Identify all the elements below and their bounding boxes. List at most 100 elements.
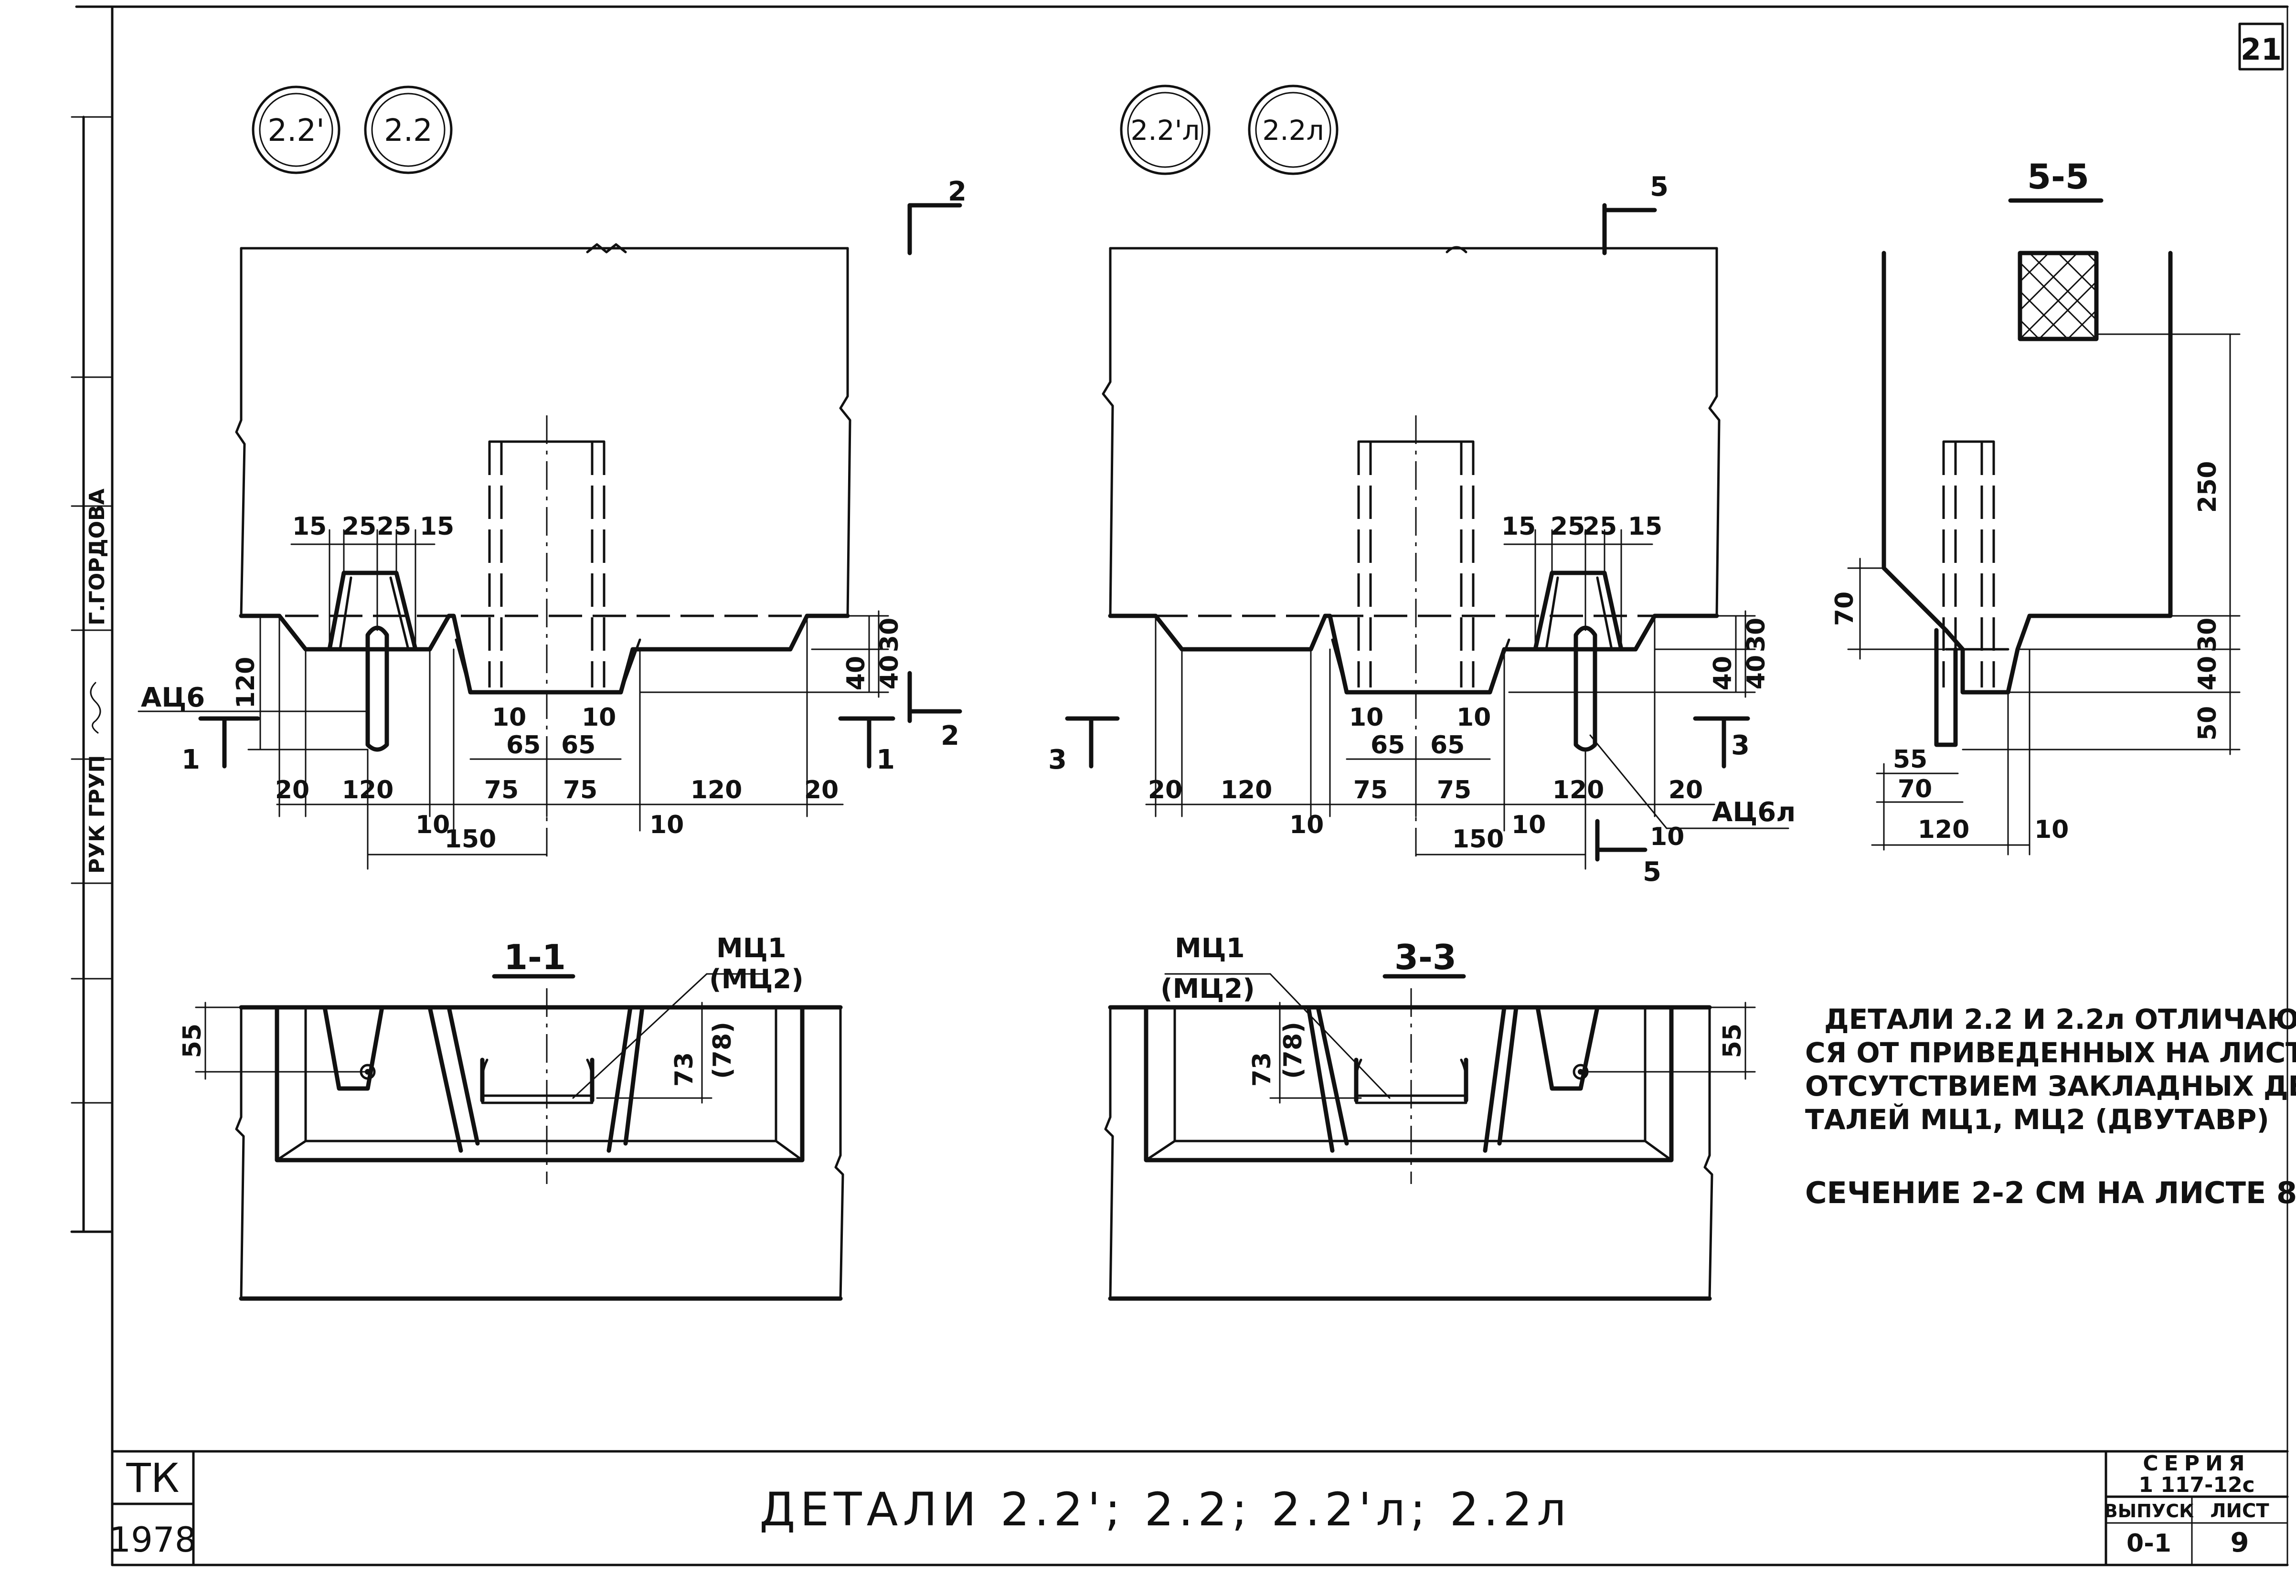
dim-25b: 25 xyxy=(377,512,411,541)
r-dim-10-in-b: 10 xyxy=(1456,703,1491,732)
title-block: ТК 1978 ДЕТАЛИ 2.2'; 2.2; 2.2'л; 2.2л СЕ… xyxy=(109,1450,2289,1566)
s1-plate-2: (МЦ2) xyxy=(709,964,804,995)
s1-dim-73: 73 xyxy=(670,1052,699,1087)
r-dim-75a: 75 xyxy=(1353,776,1388,804)
note-line-2: СЯ ОТ ПРИВЕДЕННЫХ НА ЛИСТЕ xyxy=(1805,1036,2296,1069)
cut-2-top: 2 xyxy=(948,176,967,207)
year: 1978 xyxy=(109,1520,196,1560)
dim-120-v: 120 xyxy=(232,657,260,709)
org-code: ТК xyxy=(126,1455,180,1501)
dim-40-v2: 40 xyxy=(842,656,871,690)
r-dim-20a: 20 xyxy=(1148,776,1182,804)
role-label: РУК ГРУП xyxy=(85,755,109,874)
dim-65b: 65 xyxy=(561,731,595,760)
dim-75a: 75 xyxy=(484,776,519,804)
r-dim-10-lo-b: 10 xyxy=(1511,811,1546,839)
marker-2-2-prime: 2.2' xyxy=(267,113,324,148)
anchor-label-left: АЦ6 xyxy=(141,682,205,713)
drawing-title: ДЕТАЛИ 2.2'; 2.2; 2.2'л; 2.2л xyxy=(759,1483,1571,1536)
anchor-label-right: АЦ6л xyxy=(1712,797,1796,828)
dim-25a: 25 xyxy=(342,512,376,541)
section-5-5-title: 5-5 xyxy=(2027,157,2089,197)
dim-120b: 120 xyxy=(691,776,743,804)
signature-mark xyxy=(90,682,101,734)
r-dim-10-in-a: 10 xyxy=(1349,703,1383,732)
cut-2-bottom: 2 xyxy=(941,720,959,751)
note-line-3: ОТСУТСТВИЕМ ЗАКЛАДНЫХ ДЕ- xyxy=(1805,1070,2296,1102)
r-dim-75b: 75 xyxy=(1437,776,1471,804)
s5-dim-120: 120 xyxy=(1918,815,1970,844)
marker-2-2: 2.2 xyxy=(384,113,433,148)
dim-20b: 20 xyxy=(804,776,839,804)
approval-strip: РУК ГРУП Г.ГОРДОВА xyxy=(70,116,114,1233)
dim-150: 150 xyxy=(445,825,497,854)
s3-plate-1: МЦ1 xyxy=(1175,933,1245,964)
detail-markers-right: 2.2'л 2.2л xyxy=(1120,85,1339,175)
sheet-label: ЛИСТ xyxy=(2210,1500,2269,1522)
r-dim-15a: 15 xyxy=(1501,512,1536,541)
r-dim-150: 150 xyxy=(1452,825,1504,854)
section-3-3-title: 3-3 xyxy=(1394,937,1456,977)
cut-5-top: 5 xyxy=(1650,171,1669,202)
series-value: 1 117-12с xyxy=(2138,1473,2254,1497)
sheet-number-box: 21 xyxy=(2238,22,2284,71)
r-dim-10-lo-c: 10 xyxy=(1650,823,1684,851)
detail-markers-left: 2.2' 2.2 xyxy=(252,85,453,174)
dim-15b: 15 xyxy=(420,512,454,541)
series-label: СЕРИЯ xyxy=(2143,1451,2250,1476)
r-dim-20b: 20 xyxy=(1669,776,1703,804)
section-1-1-title: 1-1 xyxy=(504,937,566,977)
r-dim-40-v2: 40 xyxy=(1709,656,1737,690)
r-dim-15b: 15 xyxy=(1628,512,1662,541)
dim-10-lo-a: 10 xyxy=(415,811,450,839)
dim-10-lo-b: 10 xyxy=(649,811,684,839)
person-name: Г.ГОРДОВА xyxy=(85,488,109,625)
dim-40-v: 40 xyxy=(875,655,904,689)
r-dim-25b: 25 xyxy=(1583,512,1617,541)
s5-dim-50: 50 xyxy=(2193,706,2222,740)
cut-5-bottom: 5 xyxy=(1643,856,1661,888)
note-line-1: ДЕТАЛИ 2.2 И 2.2л ОТЛИЧАЮТ- xyxy=(1824,1003,2296,1036)
s3-dim-73: 73 xyxy=(1248,1052,1276,1087)
issue-value: 0-1 xyxy=(2126,1529,2171,1558)
s5-dim-70-h: 70 xyxy=(1898,775,1932,803)
cut-1-left: 1 xyxy=(181,744,200,775)
section-5-5: 5-5 250 30 40 50 70 55 xyxy=(1830,157,2241,856)
s5-dim-55: 55 xyxy=(1893,745,1927,774)
s5-dim-250: 250 xyxy=(2193,461,2222,513)
r-dim-25a: 25 xyxy=(1551,512,1585,541)
cut-3-right: 3 xyxy=(1731,730,1750,761)
r-dim-40-v: 40 xyxy=(1742,655,1771,689)
left-elevation: 15 25 25 15 120 30 40 40 10 10 65 65 20 … xyxy=(138,176,967,870)
dim-10-in-b: 10 xyxy=(582,703,616,732)
dim-20a: 20 xyxy=(275,776,309,804)
s1-dim-78: (78) xyxy=(708,1022,737,1079)
r-dim-120a: 120 xyxy=(1221,776,1273,804)
sheet-value: 9 xyxy=(2231,1527,2249,1558)
r-dim-10-lo-a: 10 xyxy=(1289,811,1324,839)
s3-plate-2: (МЦ2) xyxy=(1160,973,1255,1004)
sheet-frame xyxy=(75,5,2289,1566)
sheet-number: 21 xyxy=(2241,32,2282,67)
s3-dim-55: 55 xyxy=(1718,1024,1747,1058)
section-3-3: 3-3 55 73 (78) МЦ1 (МЦ2) xyxy=(1104,933,1756,1301)
cut-1-right: 1 xyxy=(876,744,895,775)
s3-dim-78: (78) xyxy=(1279,1022,1307,1079)
s5-dim-70-v: 70 xyxy=(1830,592,1859,626)
notes-block: ДЕТАЛИ 2.2 И 2.2л ОТЛИЧАЮТ- СЯ ОТ ПРИВЕД… xyxy=(1805,1003,2296,1210)
note-line-4: ТАЛЕЙ МЦ1, МЦ2 (ДВУТАВР) xyxy=(1805,1103,2269,1136)
right-elevation: 15 25 25 15 30 40 40 10 10 65 65 20 120 … xyxy=(1048,171,1796,888)
s1-plate-1: МЦ1 xyxy=(716,933,787,964)
dim-10-in-a: 10 xyxy=(492,703,526,732)
s5-dim-40: 40 xyxy=(2193,656,2222,690)
dim-75b: 75 xyxy=(563,776,597,804)
issue-label: ВЫПУСК xyxy=(2104,1501,2194,1522)
s5-dim-10: 10 xyxy=(2034,815,2069,844)
dim-30-v: 30 xyxy=(875,618,904,652)
dim-15a: 15 xyxy=(292,512,327,541)
cut-3-left: 3 xyxy=(1048,744,1067,775)
r-dim-65b: 65 xyxy=(1430,731,1465,760)
s5-dim-30: 30 xyxy=(2193,618,2222,652)
marker-2-2-l: 2.2л xyxy=(1262,114,1324,147)
